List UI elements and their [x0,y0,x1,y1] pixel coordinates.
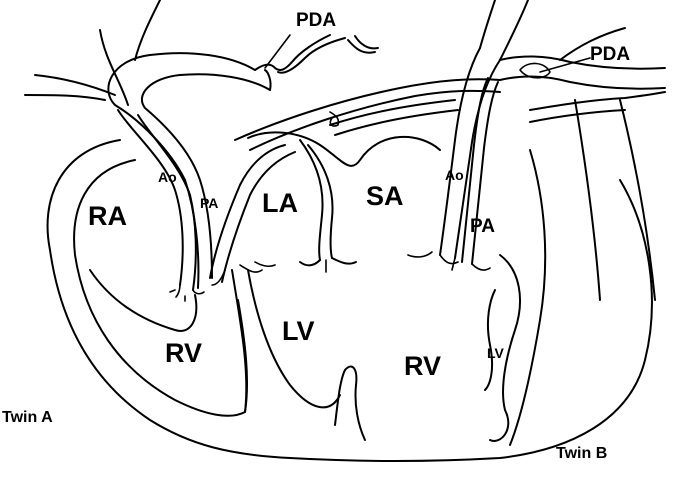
caption-twin-b: Twin B [556,445,607,462]
descending-aorta-b-lower [529,109,626,123]
twin-b-inner-outline [489,254,521,442]
heart-outer-outline [46,139,653,462]
pulmonary-vein-mid-1 [329,99,456,126]
neck-vessel-b3 [559,27,626,61]
pda-b-vessel-top [499,55,666,70]
ao-a-crossing-right [221,151,296,283]
pda-b-bulb [519,62,551,79]
la-outline [299,139,324,261]
label-rv-b: RV [404,351,441,381]
label-lv-shared: LV [282,316,315,346]
aorta-b-right [454,59,501,259]
label-ao-a: Ao [158,169,177,185]
neck-vessel-b4 [574,99,601,301]
pda-a-vessel [254,34,331,71]
aorta-b-left [439,47,481,256]
sa-vessel-right [331,257,357,265]
label-sa: SA [366,181,404,211]
pda-a-pointer [264,34,291,69]
pulmonary-vein-top-2 [249,89,501,151]
neck-vessel-b5 [619,99,656,301]
ra-lower-wall [89,269,198,332]
septum-a-left [231,269,248,413]
label-pda-a: PDA [296,10,336,31]
pda-a-vessel-inner [264,37,346,91]
neck-vessel-a1 [99,29,129,106]
twin-a-inner-outline [73,159,249,417]
label-pda-b: PDA [590,44,630,65]
pda-b-vessel-bottom [499,75,666,90]
label-pa-b: PA [470,216,495,237]
twin-b-vessel-feet [407,251,491,271]
la-outline-inner [307,144,334,259]
twin-b-lv-wall [484,289,496,391]
twin-b-outer-wall [509,149,547,446]
pa-b-right [471,81,499,265]
neck-vessel-a4 [24,94,106,101]
pa-a-foot [169,284,205,302]
caption-twin-a: Twin A [2,409,53,426]
label-ra: RA [88,201,127,231]
aorta-a-right [140,73,271,279]
ao-a-crossing-left [209,144,286,279]
label-pa-a: PA [200,195,218,211]
la-vessel-foot [211,261,276,286]
sa-vessel-left [299,259,321,267]
septum-a-right [247,269,341,409]
pa-a-left [117,109,184,286]
neck-vessel-a3 [34,74,116,96]
neck-vessel-a2 [134,0,161,61]
pulmonary-vein-mid-2 [334,109,459,136]
neck-vessel-b1 [479,0,496,49]
label-la: LA [262,188,298,218]
descending-aorta-b [529,91,666,111]
pulmonary-vein-small [329,111,340,127]
label-ao-b: Ao [445,167,464,183]
label-lv-b: LV [487,345,505,361]
pda-a-hook [347,35,379,54]
central-septum-bump [334,365,366,441]
pa-a-right [137,114,197,291]
neck-vessel-b2 [499,0,529,61]
pa-b-left [461,77,489,263]
label-rv-a: RV [165,338,202,368]
